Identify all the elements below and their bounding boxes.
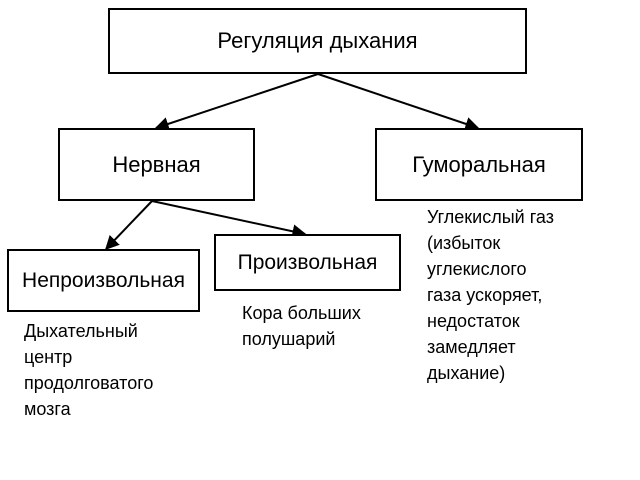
involuntary-note: Дыхательный центр продолговатого мозга: [24, 321, 154, 419]
nervous-node: Нервная: [58, 128, 255, 201]
voluntary-node: Произвольная: [214, 234, 401, 291]
arrow-nervous-to-involuntary: [105, 200, 153, 251]
arrow-nervous-to-voluntary: [151, 200, 307, 239]
root-node: Регуляция дыхания: [108, 8, 527, 74]
humoral-node: Гуморальная: [375, 128, 583, 201]
humoral-note: Углекислый газ (избыток углекислого газа…: [427, 207, 554, 383]
involuntary-node: Непроизвольная: [7, 249, 200, 312]
arrow-root-to-nervous: [154, 73, 319, 131]
arrow-root-to-humoral: [317, 73, 480, 131]
voluntary-note: Кора больших полушарий: [242, 303, 361, 349]
